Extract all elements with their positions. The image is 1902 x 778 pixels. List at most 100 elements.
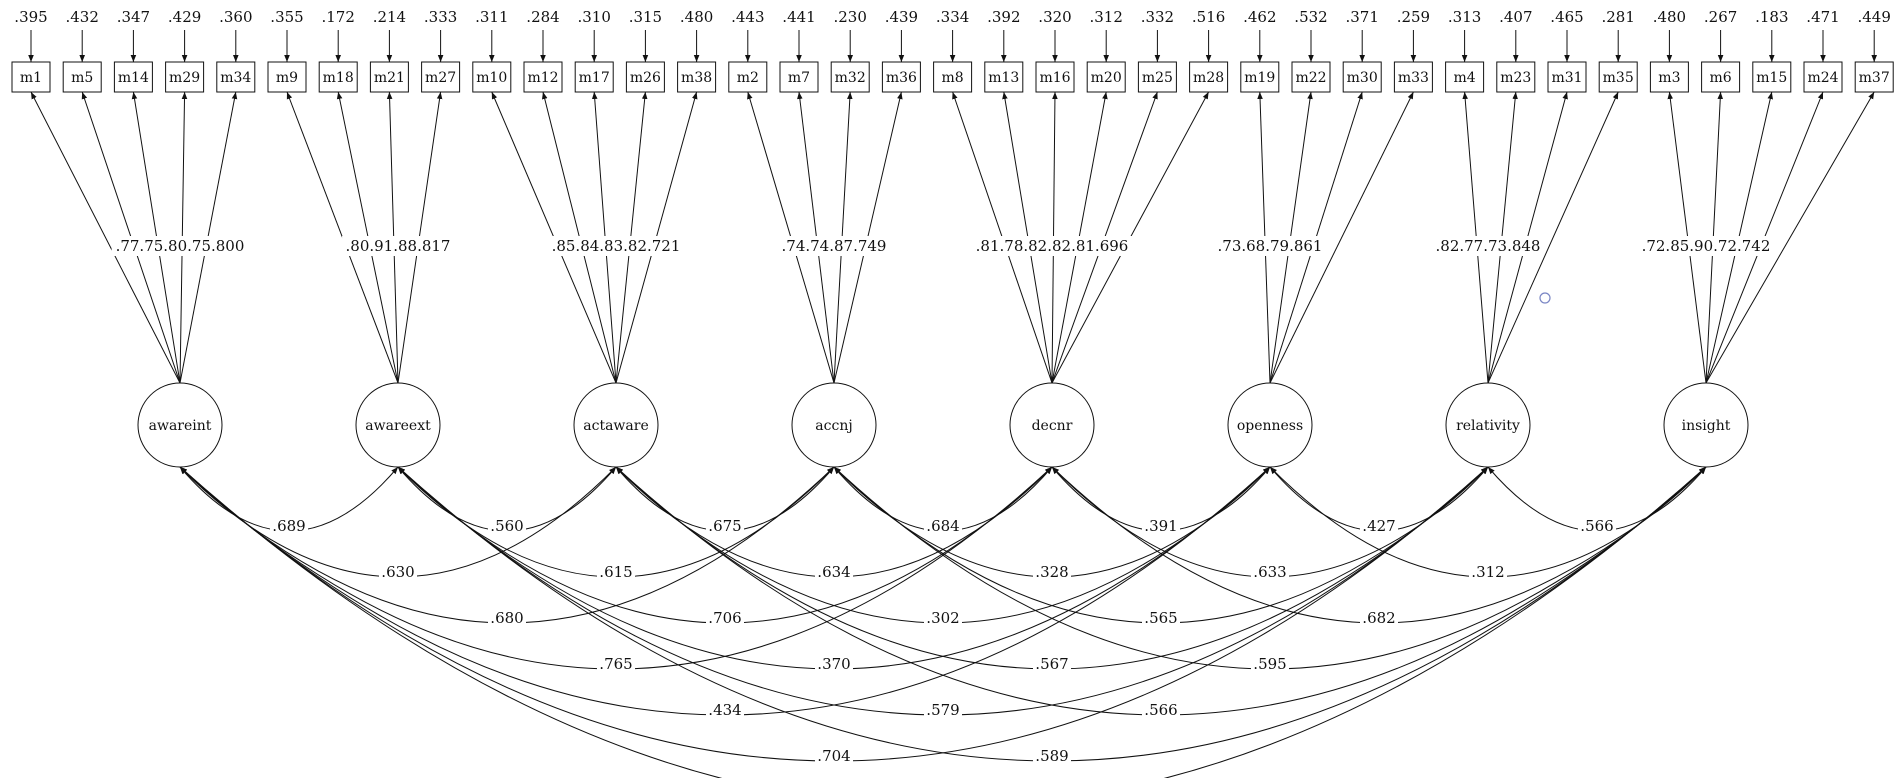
error-variance-label: .392 [987, 8, 1020, 26]
indicator-label: m12 [527, 70, 558, 86]
indicator-box [1598, 61, 1638, 93]
indicator-label: m23 [1500, 70, 1531, 86]
correlation-label-bg [597, 655, 635, 673]
correlation-label: .434 [708, 701, 741, 719]
loading-label-bg [1432, 236, 1544, 256]
error-variance-label: .465 [1550, 8, 1583, 26]
correlation-label-bg [815, 563, 853, 581]
factor-circle [137, 382, 223, 468]
correlation-label-bg [1578, 517, 1616, 535]
loading-label-bg [1214, 236, 1326, 256]
indicator-box [1393, 61, 1433, 93]
correlation-label: .579 [926, 701, 959, 719]
correlation-label-bg [706, 517, 744, 535]
covariance-arc [615, 466, 1271, 624]
loading-values-label: .77.75.80.75.800 [116, 237, 245, 255]
indicator-box [1649, 61, 1689, 93]
correlation-label-bg [1251, 563, 1289, 581]
loading-label-bg [111, 236, 249, 256]
factor-label: accnj [815, 418, 852, 434]
correlation-label-bg [488, 517, 526, 535]
indicator-box [216, 61, 256, 93]
indicator-label: m7 [788, 70, 810, 86]
correlation-label: .560 [490, 517, 523, 535]
correlation-label-bg [815, 655, 853, 673]
loading-values-label: .72.85.90.72.742 [1642, 237, 1771, 255]
correlation-label-bg [597, 563, 635, 581]
indicator-label: m15 [1756, 70, 1787, 86]
indicator-label: m18 [323, 70, 354, 86]
covariance-arc [179, 466, 1271, 716]
covariance-arc [179, 466, 835, 624]
error-variance-label: .310 [577, 8, 610, 26]
error-variance-label: .230 [833, 8, 866, 26]
factor-circle [1009, 382, 1095, 468]
indicator-label: m20 [1091, 70, 1122, 86]
factor-label: awareext [365, 418, 431, 434]
covariance-arc [179, 466, 1707, 778]
indicator-label: m38 [681, 70, 712, 86]
covariance-arc [397, 466, 1053, 624]
indicator-box [1342, 61, 1382, 93]
correlation-label-bg [1142, 609, 1180, 627]
covariance-arc [397, 466, 835, 578]
error-arrows: .395.432.347.429.360.355.172.214.333.311… [14, 8, 1891, 62]
indicator-box [933, 61, 973, 93]
correlation-label: .567 [1035, 655, 1068, 673]
error-variance-label: .360 [219, 8, 252, 26]
correlation-label: .675 [708, 517, 741, 535]
error-variance-label: .449 [1857, 8, 1890, 26]
error-variance-label: .429 [168, 8, 201, 26]
error-variance-label: .395 [14, 8, 47, 26]
error-variance-label: .355 [270, 8, 303, 26]
correlation-label: .565 [1144, 609, 1177, 627]
loading-path [30, 91, 181, 384]
correlation-label-bg [1033, 563, 1071, 581]
indicator-label: m14 [118, 70, 149, 86]
indicator-label: m33 [1398, 70, 1429, 86]
correlation-label-bg [379, 563, 417, 581]
error-variance-label: .315 [629, 8, 662, 26]
loading-label-bg [971, 236, 1133, 256]
correlation-label-bg [1033, 747, 1071, 765]
indicator-label: m28 [1193, 70, 1224, 86]
indicator-label: m29 [169, 70, 200, 86]
indicator-label: m4 [1454, 70, 1476, 86]
error-variance-label: .259 [1397, 8, 1430, 26]
indicator-box [1803, 61, 1843, 93]
indicator-label: m37 [1859, 70, 1890, 86]
error-variance-label: .347 [117, 8, 150, 26]
indicator-box [1086, 61, 1126, 93]
correlation-label: .615 [599, 563, 632, 581]
error-variance-label: .312 [1089, 8, 1122, 26]
indicator-box [1496, 61, 1536, 93]
factor-circle [1227, 382, 1313, 468]
loading-path [1269, 91, 1414, 384]
indicator-box [574, 61, 614, 93]
covariance-arc [615, 466, 1053, 578]
indicator-label: m27 [425, 70, 456, 86]
factor-circle [1445, 382, 1531, 468]
correlation-label: .427 [1362, 517, 1395, 535]
covariance-arc [615, 466, 1707, 716]
factor-circle [791, 382, 877, 468]
indicator-label: m36 [886, 70, 917, 86]
correlation-label: .634 [817, 563, 850, 581]
indicator-label: m34 [220, 70, 251, 86]
indicator-box [1854, 61, 1894, 93]
correlation-label-bg [488, 609, 526, 627]
correlation-label: .706 [708, 609, 741, 627]
error-variance-label: .267 [1704, 8, 1737, 26]
error-variance-label: .333 [424, 8, 457, 26]
indicator-box [113, 61, 153, 93]
loading-paths [30, 91, 1875, 384]
error-variance-label: .332 [1141, 8, 1174, 26]
indicator-label: m26 [630, 70, 661, 86]
correlation-label-bg [1360, 517, 1398, 535]
indicator-box [318, 61, 358, 93]
covariance-arc [1051, 466, 1707, 624]
correlation-label: .630 [381, 563, 414, 581]
